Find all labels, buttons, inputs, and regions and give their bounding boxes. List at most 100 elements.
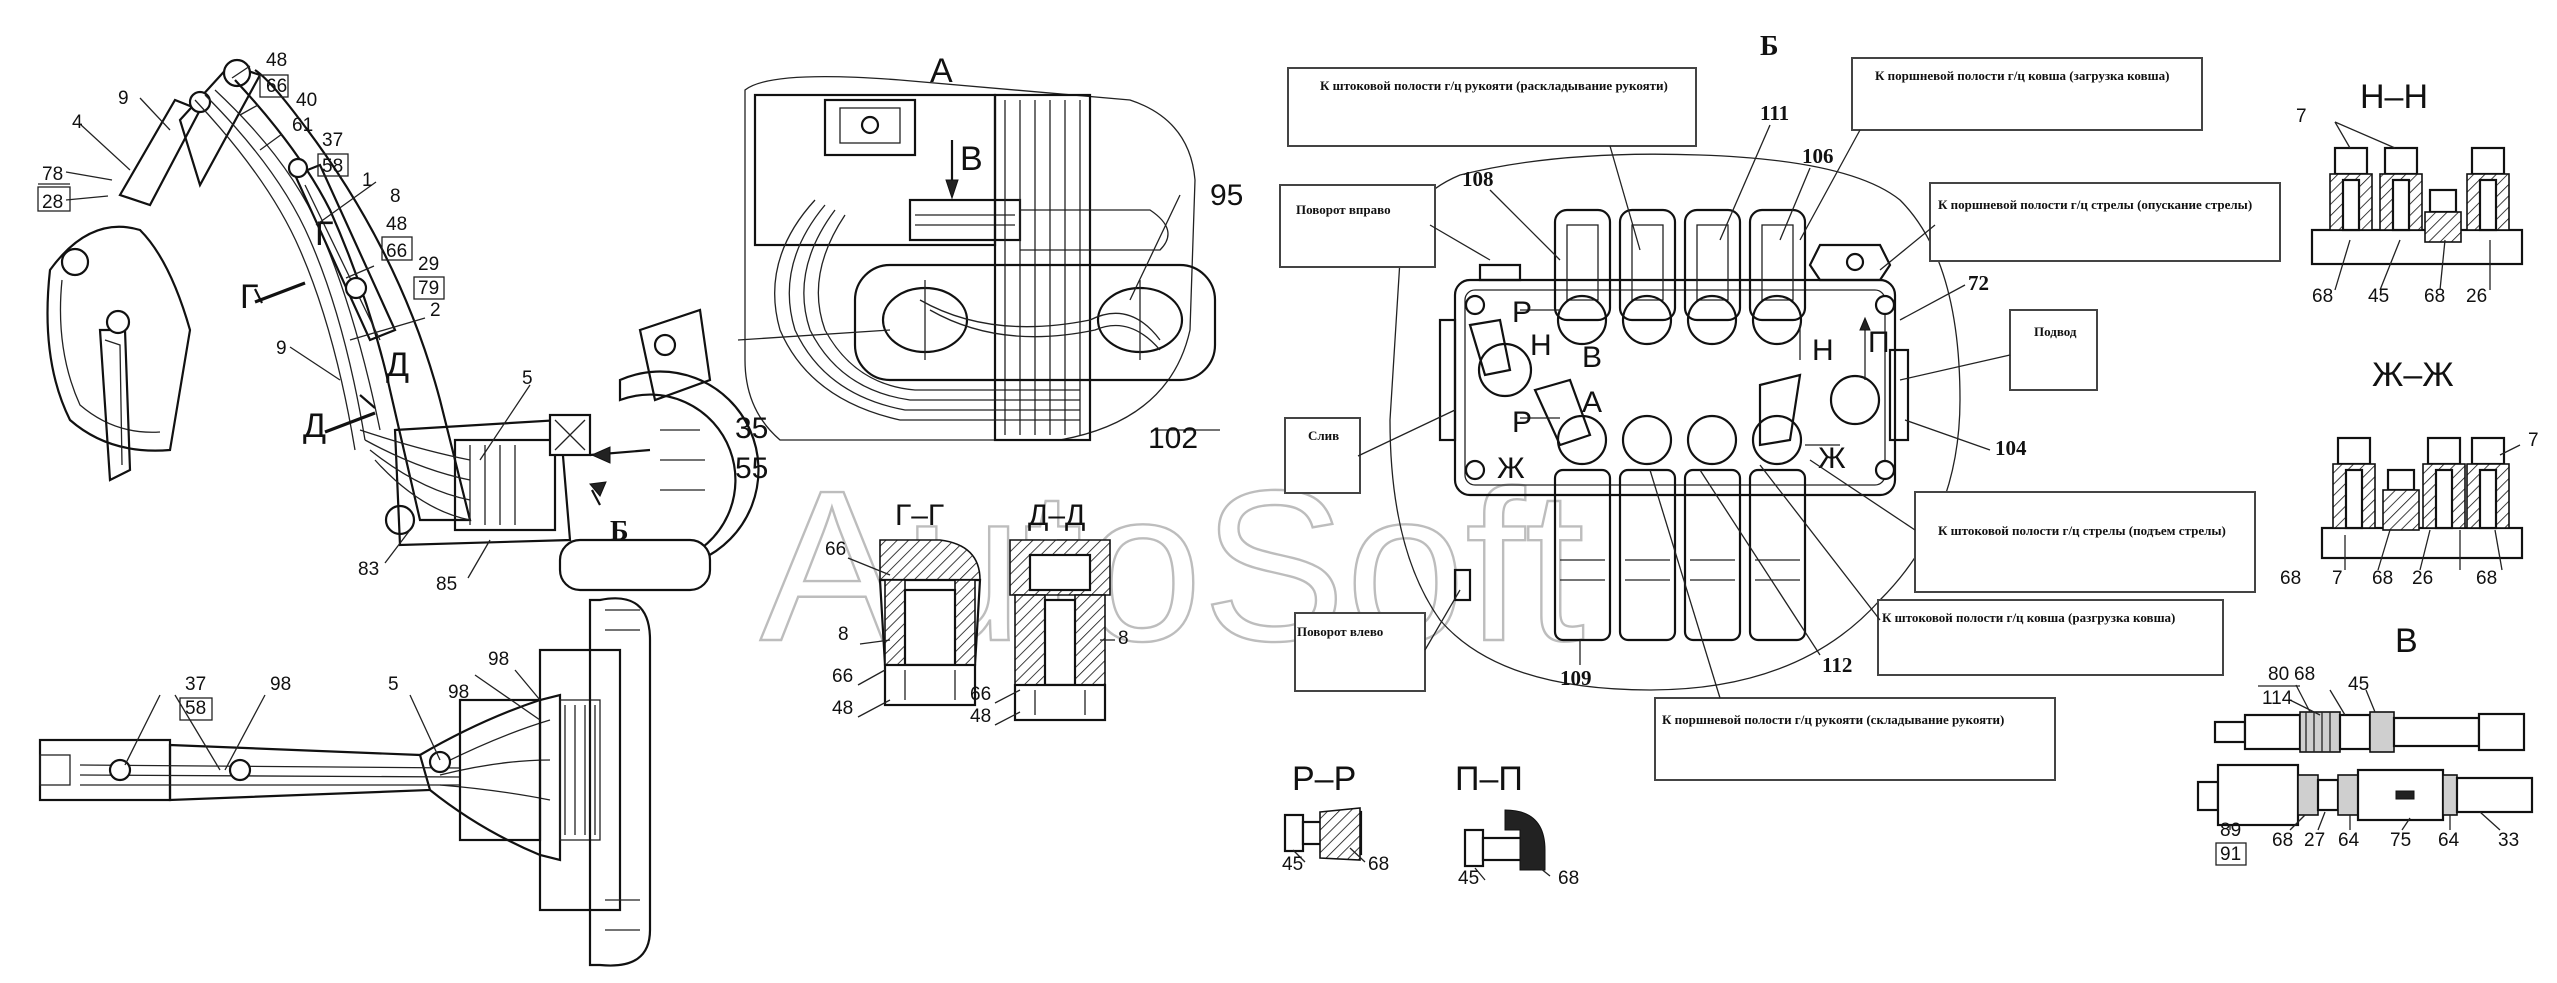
valve-callout-72: 72 — [1968, 271, 1989, 295]
left-view-callouts — [65, 65, 531, 579]
section-dd-drawing — [1009, 539, 1111, 722]
callout-98b: 98 — [448, 682, 469, 703]
section-pp-drawing — [1283, 807, 1366, 863]
zhzh-callout-68b: 68 — [2372, 568, 2393, 589]
note-raskladyvanie: К штоковой полости г/ц рукояти (расклады… — [1320, 78, 1668, 93]
callout-58: 58 — [322, 156, 343, 177]
callout-8: 8 — [390, 186, 401, 207]
section-pipi-title: П–П — [1455, 760, 1523, 798]
valve-note-boxes — [1279, 57, 2281, 781]
boom-top-view — [38, 597, 652, 967]
nn-callout-26: 26 — [2466, 286, 2487, 307]
cut-mark-g1: Г — [240, 278, 258, 316]
pipi-callout-45: 45 — [1458, 868, 1479, 889]
gg-callout-48: 48 — [832, 698, 853, 719]
valve-letter-a: А — [1582, 386, 1602, 419]
nn-callout-7: 7 — [2296, 106, 2307, 127]
note-povorot-vpravo: Поворот вправо — [1296, 202, 1391, 217]
pipi-callout-68: 68 — [1558, 868, 1579, 889]
section-pipi-drawing — [1463, 809, 1551, 881]
v-callout-27: 27 — [2304, 830, 2325, 851]
callout-5: 5 — [522, 368, 533, 389]
v-callout-114: 114 — [2262, 688, 2293, 709]
callout-40: 40 — [296, 90, 317, 111]
v-callout-68b: 68 — [2272, 830, 2293, 851]
view-a-callout-35: 35 — [735, 412, 768, 445]
dd-leaders — [994, 639, 1115, 726]
note-razgruzka: К штоковой полости г/ц ковша (разгрузка … — [1882, 610, 2175, 625]
v-callout-64a: 64 — [2338, 830, 2360, 851]
valve-callout-104: 104 — [1995, 436, 2027, 460]
view-v-drawing — [2196, 684, 2534, 831]
view-a-callout-55: 55 — [735, 452, 768, 485]
note-podem: К штоковой полости г/ц стрелы (подъем ст… — [1938, 523, 2226, 538]
view-v-title: В — [2395, 622, 2418, 660]
dd-callout-48: 48 — [970, 706, 991, 727]
v-callout-80: 80 — [2268, 664, 2289, 685]
valve-letter-p: П — [1868, 326, 1890, 359]
v-callout-64b: 64 — [2438, 830, 2460, 851]
dd-callout-66: 66 — [970, 684, 991, 705]
view-arrow-b-label: Б — [610, 516, 629, 547]
v-callout-91: 91 — [2220, 844, 2241, 865]
gg-callout-66b: 66 — [832, 666, 853, 687]
callout-9a: 9 — [118, 88, 129, 109]
valve-callout-111: 111 — [1760, 101, 1789, 125]
v-callout-68a: 68 — [2294, 664, 2315, 685]
valve-block-drawing — [1389, 153, 1961, 691]
zhzh-callout-68c: 68 — [2476, 568, 2497, 589]
callout-83: 83 — [358, 559, 379, 580]
callout-58-top: 58 — [185, 698, 206, 719]
view-b-title: Б — [1760, 31, 1779, 62]
callout-37: 37 — [322, 130, 343, 151]
callout-66: 66 — [266, 76, 287, 97]
pp-callout-45: 45 — [1282, 854, 1303, 875]
valve-letter-r1: Р — [1512, 296, 1532, 329]
valve-callout-109: 109 — [1560, 666, 1592, 690]
valve-letter-zh2: Ж — [1818, 442, 1846, 475]
v-callout-75: 75 — [2390, 830, 2411, 851]
view-a-arrow-v: В — [960, 140, 983, 178]
v-callout-89: 89 — [2220, 820, 2241, 841]
gg-leaders — [847, 557, 891, 718]
note-podvod: Подвод — [2034, 324, 2077, 339]
callout-66b: 66 — [386, 241, 407, 262]
callout-2: 2 — [430, 300, 441, 321]
cut-mark-d2: Д — [303, 407, 326, 445]
boom-side-view — [46, 58, 760, 592]
nn-callout-45: 45 — [2368, 286, 2389, 307]
valve-letter-n2: Н — [1812, 334, 1834, 367]
callout-37-top: 37 — [185, 674, 206, 695]
section-pp-title: Р–Р — [1292, 760, 1356, 798]
nn-callout-68b: 68 — [2424, 286, 2445, 307]
valve-letter-zh1: Ж — [1497, 452, 1525, 485]
cut-mark-d1: Д — [386, 346, 409, 384]
nn-callout-68a: 68 — [2312, 286, 2333, 307]
zhzh-callout-7a: 7 — [2528, 430, 2539, 451]
callout-79: 79 — [418, 278, 439, 299]
valve-letter-v: В — [1582, 341, 1602, 374]
v-callout-45: 45 — [2348, 674, 2369, 695]
valve-callout-106: 106 — [1802, 144, 1834, 168]
note-zagruzka: К поршневой полости г/ц ковша (загрузка … — [1875, 68, 2169, 83]
callout-1: 1 — [362, 170, 373, 191]
callout-78: 78 — [42, 164, 63, 185]
view-a-callout-102: 102 — [1148, 422, 1198, 455]
callout-5-top: 5 — [388, 674, 399, 695]
zhzh-callout-7b: 7 — [2332, 568, 2343, 589]
valve-letter-r2: Р — [1512, 406, 1532, 439]
callout-boxes — [37, 74, 445, 300]
v-callout-91-box — [2215, 842, 2247, 866]
note-opuskanie: К поршневой полости г/ц стрелы (опускани… — [1938, 197, 2252, 212]
section-gg-title: Г–Г — [895, 499, 944, 532]
gg-callout-8: 8 — [838, 624, 849, 645]
note-skladyvanie: К поршневой полости г/ц рукояти (складыв… — [1662, 712, 2004, 727]
section-zhzh-drawing — [2320, 436, 2524, 571]
valve-callout-108: 108 — [1462, 167, 1494, 191]
cut-mark-g2: Г — [315, 215, 333, 253]
callout-61: 61 — [292, 115, 313, 136]
section-dd-title: Д–Д — [1028, 499, 1085, 532]
view-a-callout-95: 95 — [1210, 179, 1243, 212]
callout-98c: 98 — [488, 649, 509, 670]
